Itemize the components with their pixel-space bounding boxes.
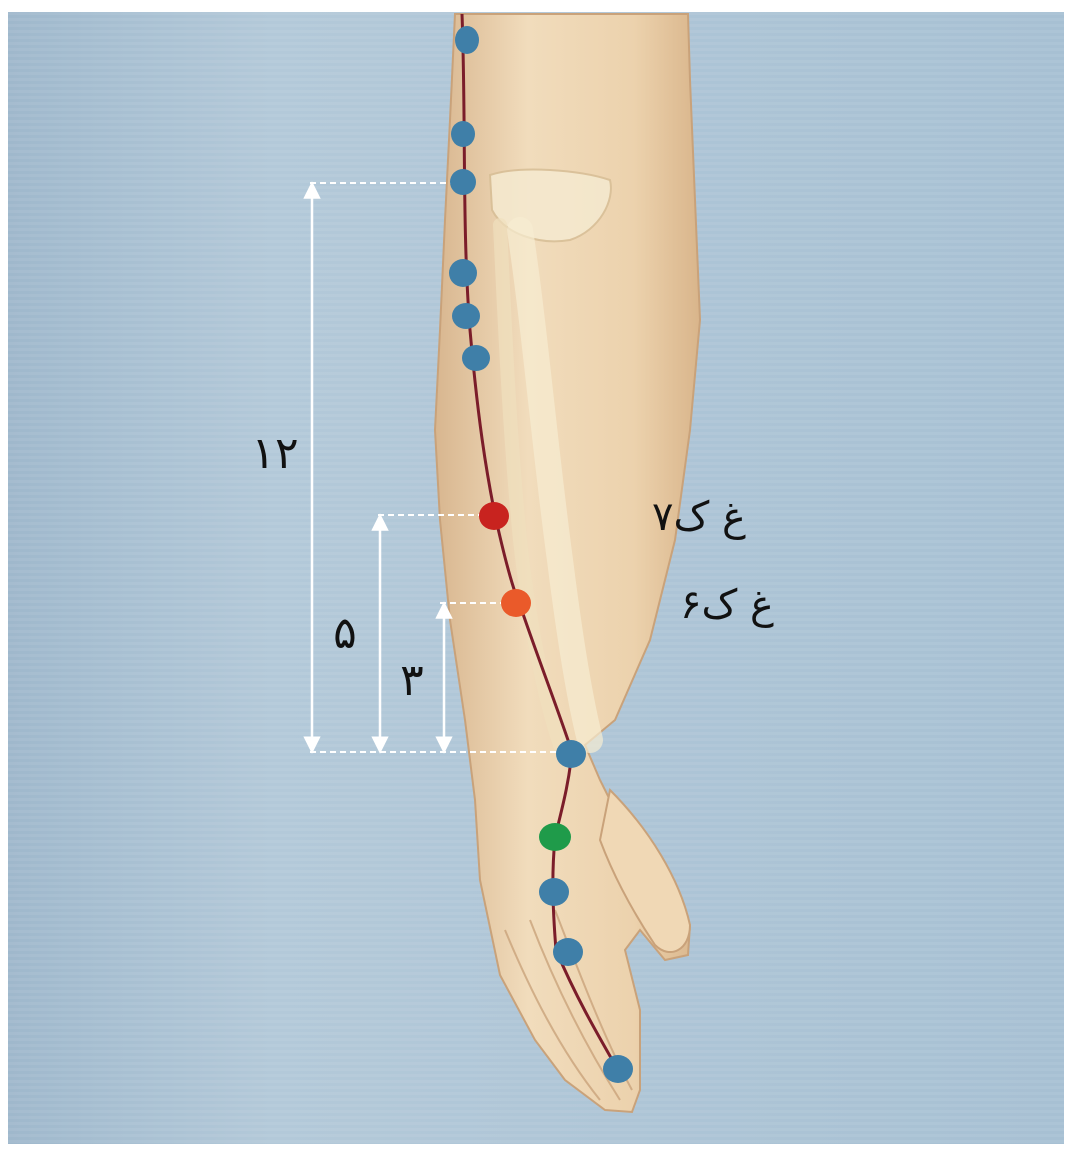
acupoint xyxy=(553,938,583,966)
acupoint xyxy=(462,345,490,371)
acupoint-special xyxy=(539,823,571,851)
point-label-6: غ ک۶ xyxy=(680,582,774,628)
acupoint xyxy=(539,878,569,906)
measurement-label-3: ۳ xyxy=(400,655,424,706)
acupoint xyxy=(603,1055,633,1083)
measurement-label-5: ۵ xyxy=(333,608,357,659)
acupoint xyxy=(556,740,586,768)
measurement-label-12: ۱۲ xyxy=(251,428,298,479)
point-label-7: غ ک۷ xyxy=(652,494,746,540)
acupoint xyxy=(455,26,479,54)
acupoint xyxy=(449,259,477,287)
acupoint-6 xyxy=(501,589,531,617)
acupoint xyxy=(451,121,475,147)
acupoint xyxy=(450,169,476,195)
acupoint xyxy=(452,303,480,329)
acupoint-7 xyxy=(479,502,509,530)
